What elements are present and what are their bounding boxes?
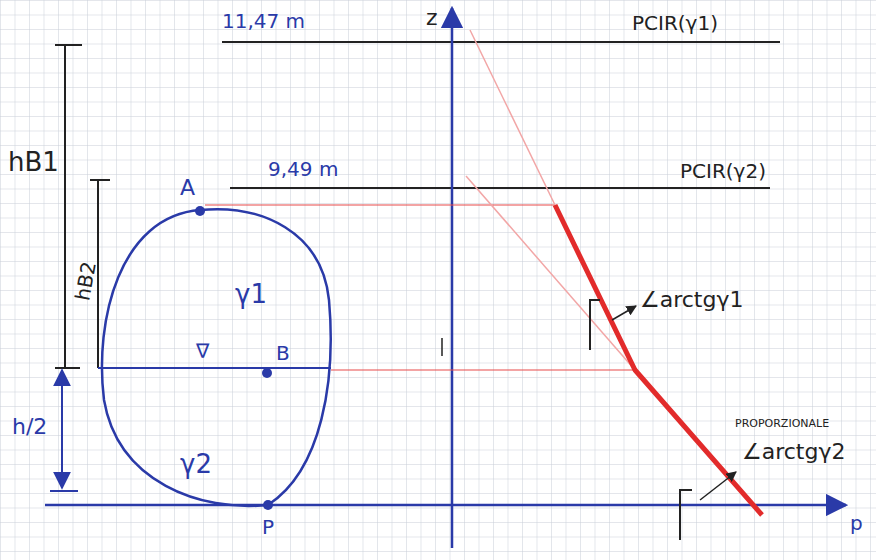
- dimension-value: 11,47 m: [222, 10, 305, 32]
- extension-line: [466, 176, 635, 370]
- point-a: [195, 206, 205, 216]
- dimension-value: 9,49 m: [268, 158, 338, 180]
- dimension-label: h/2: [12, 415, 47, 439]
- leader-line: [700, 472, 736, 500]
- free-surface-symbol: ∇: [196, 340, 209, 362]
- dimension-tick: [55, 367, 80, 369]
- angle-mark: [680, 490, 692, 540]
- extension-line: [470, 30, 555, 205]
- pcir-line-2: [230, 187, 770, 189]
- vessel-outline: [102, 209, 331, 506]
- dimension-tick: [50, 490, 78, 492]
- tick-mark: [441, 338, 443, 356]
- dimension-arrow: [61, 370, 63, 488]
- slope-label: ∠arctgγ1: [640, 288, 743, 312]
- pcir-line-1: [222, 41, 780, 43]
- dimension-label: hB1: [8, 148, 59, 177]
- interface-line: [98, 367, 331, 369]
- dimension-line: [64, 45, 66, 368]
- dimension-tick: [90, 179, 110, 181]
- plane-label: PCIR(γ2): [680, 160, 766, 182]
- axis-label: z: [426, 6, 438, 30]
- fluid-label: γ1: [235, 280, 267, 309]
- angle-mark: [590, 300, 600, 350]
- point-label: B: [276, 342, 290, 364]
- point-b: [262, 368, 272, 378]
- axis-label: p: [850, 512, 863, 534]
- point-p: [263, 500, 273, 510]
- slope-label: ∠arctgγ2: [742, 440, 845, 464]
- projection-line: [205, 204, 555, 205]
- point-label: A: [180, 176, 195, 200]
- note: PROPORZIONALE: [735, 418, 829, 430]
- pressure-diagram: [555, 205, 762, 515]
- projection-line: [331, 369, 635, 370]
- point-label: P: [262, 516, 274, 538]
- p-axis: [45, 504, 846, 507]
- z-axis: [451, 8, 454, 548]
- fluid-label: γ2: [180, 450, 212, 479]
- leader-line: [612, 306, 636, 320]
- plane-label: PCIR(γ1): [632, 12, 718, 34]
- dimension-tick: [55, 44, 82, 46]
